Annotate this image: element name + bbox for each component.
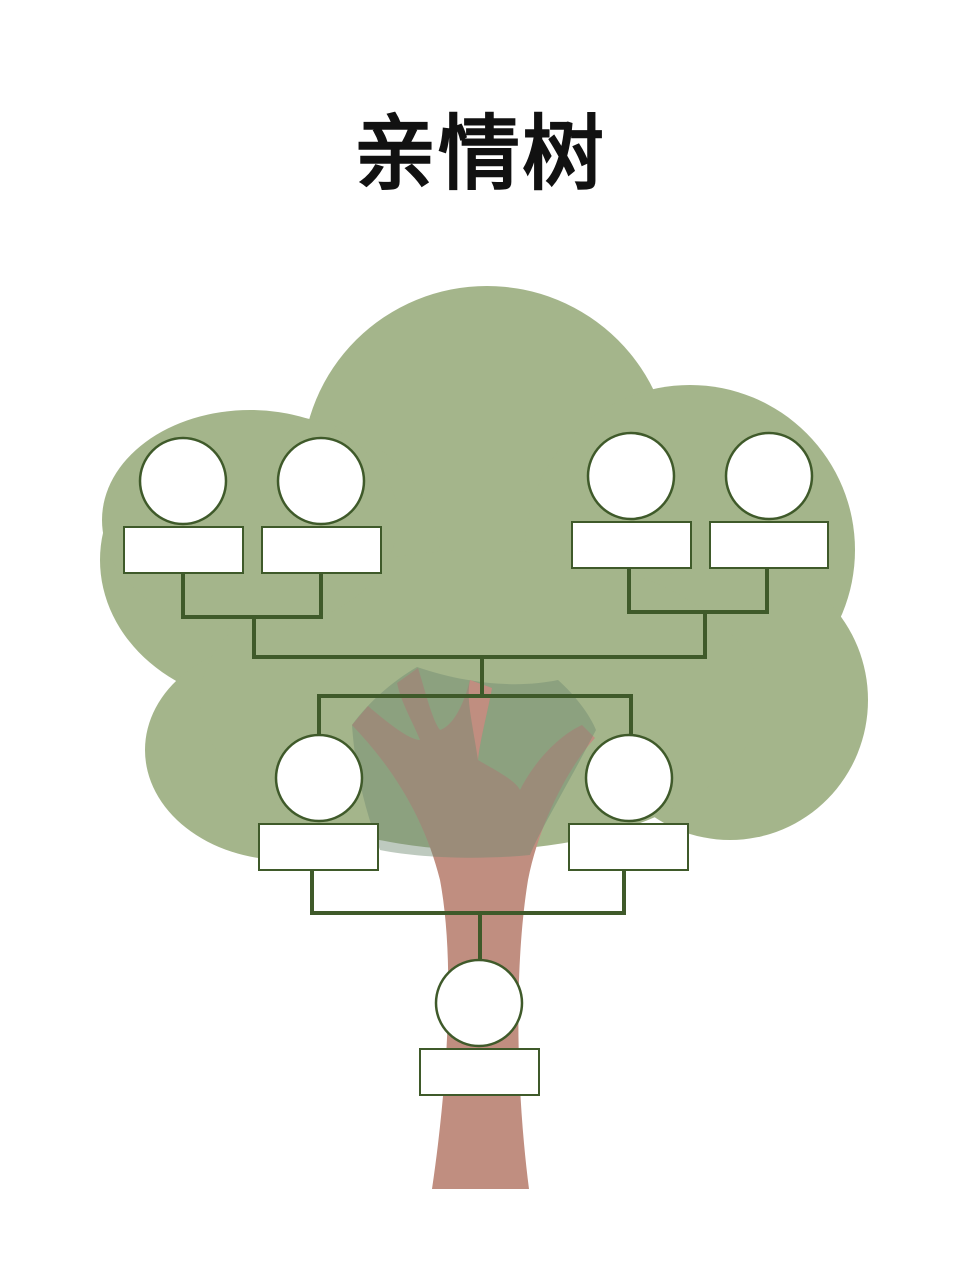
name-slot[interactable] [568,823,689,871]
member-paternal-grandmother [261,436,382,574]
name-slot[interactable] [123,526,244,574]
member-father [258,733,379,871]
name-slot[interactable] [261,526,382,574]
member-mother [568,733,689,871]
photo-slot[interactable] [584,733,674,823]
tree-trunk [352,667,596,1189]
photo-slot[interactable] [724,431,814,521]
member-maternal-grandmother [709,431,829,569]
connector-parents-join [310,870,626,915]
connector-maternal-grandparents [627,567,769,614]
photo-slot[interactable] [434,958,524,1048]
member-maternal-grandfather [571,431,692,569]
member-self [419,958,540,1096]
connector-lines [181,567,769,962]
photo-slot[interactable] [138,436,228,526]
photo-slot[interactable] [274,733,364,823]
page-title: 亲情树 [353,107,606,202]
connector-grandparents-join [252,610,707,659]
photo-slot[interactable] [586,431,676,521]
connector-parents-split [317,694,633,737]
name-slot[interactable] [258,823,379,871]
name-slot[interactable] [571,521,692,569]
name-slot[interactable] [419,1048,540,1096]
name-slot[interactable] [709,521,829,569]
member-paternal-grandfather [123,436,244,574]
photo-slot[interactable] [276,436,366,526]
